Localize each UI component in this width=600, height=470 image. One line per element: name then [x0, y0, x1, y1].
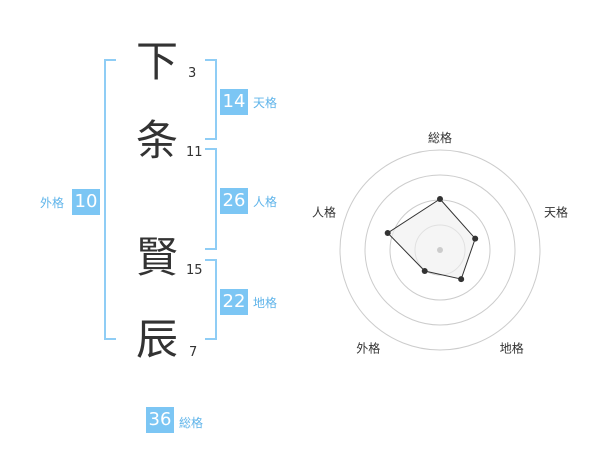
radar-point-3	[421, 268, 428, 275]
radar-point-0	[437, 196, 443, 202]
tenkaku-label: 天格	[253, 96, 278, 110]
radar-point-1	[472, 235, 479, 242]
radar-ring-3	[364, 174, 516, 326]
tenkaku-bracket	[205, 59, 217, 140]
radar-axis-label-3: 外格	[356, 341, 380, 356]
soukaku-label: 総格	[179, 416, 204, 430]
radar-points	[384, 196, 479, 283]
gaikaku-badge: 10	[72, 189, 100, 215]
stroke-count-4: 7	[189, 345, 198, 360]
stroke-count-3: 15	[186, 263, 203, 278]
chikaku-badge: 22	[220, 289, 248, 315]
radar-axis-label-1: 天格	[544, 204, 568, 219]
radar-axis-label-0: 総格	[428, 130, 452, 145]
radar-axis-label-4: 人格	[312, 204, 336, 219]
stroke-count-2: 11	[186, 145, 203, 160]
name-char-1: 下	[135, 37, 178, 86]
tenkaku-badge: 14	[220, 89, 248, 115]
jinkaku-label: 人格	[253, 195, 278, 209]
radar-point-4	[384, 230, 391, 237]
gaikaku-label: 外格	[40, 196, 65, 210]
chikaku-label: 地格	[253, 296, 278, 310]
radar-ring-4	[339, 149, 541, 351]
name-char-2: 条	[135, 116, 178, 165]
radar-axis-label-2: 地格	[500, 341, 524, 356]
radar-point-2	[458, 276, 465, 283]
jinkaku-badge: 26	[220, 188, 248, 214]
gaikaku-bracket	[104, 59, 116, 340]
chikaku-bracket	[205, 259, 217, 340]
radar-center-dot	[437, 247, 443, 253]
stroke-count-1: 3	[188, 66, 197, 81]
name-char-4: 辰	[135, 315, 178, 364]
jinkaku-bracket	[205, 148, 217, 250]
radar-area	[386, 198, 476, 280]
name-char-3: 賢	[135, 233, 178, 282]
soukaku-badge: 36	[146, 407, 174, 433]
